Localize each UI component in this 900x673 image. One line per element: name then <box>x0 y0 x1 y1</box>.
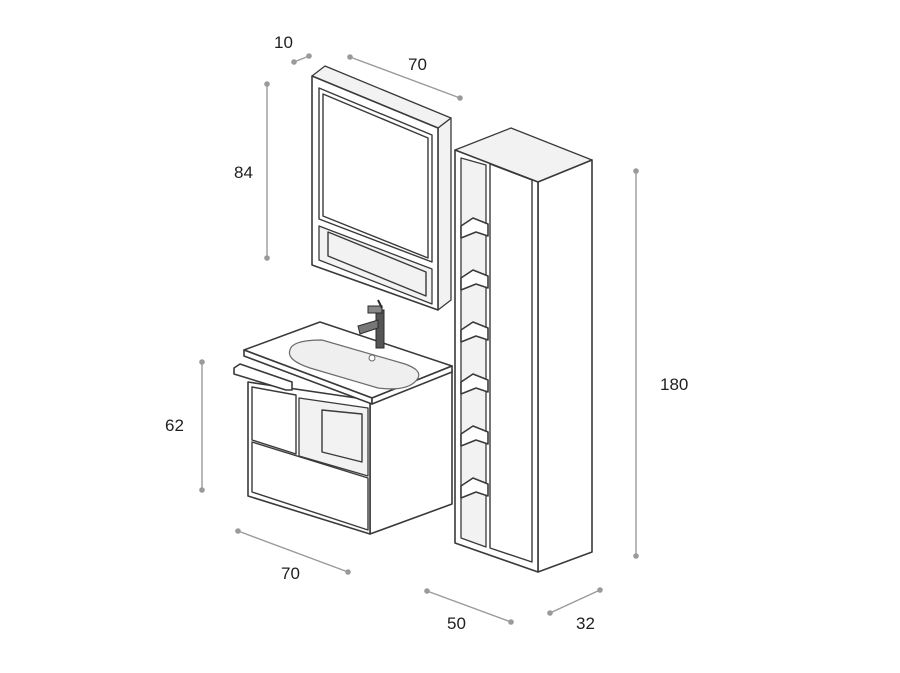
towel-bar <box>233 363 293 391</box>
faucet-icon <box>357 299 385 349</box>
label-mirror-height: 84 <box>234 163 253 182</box>
mirror-cabinet <box>311 65 452 311</box>
label-vanity-height: 62 <box>165 416 184 435</box>
label-mirror-width: 70 <box>408 55 427 74</box>
label-vanity-width: 70 <box>281 564 300 583</box>
drain-icon <box>368 354 376 362</box>
vanity-unit <box>233 299 453 535</box>
label-column-height: 180 <box>660 375 688 394</box>
label-column-depth: 32 <box>576 614 595 633</box>
tall-column-cabinet <box>454 127 593 573</box>
washbasin <box>288 339 420 390</box>
dimension-labels: 10 70 84 62 70 180 50 32 <box>165 33 688 633</box>
dimension-lines <box>199 53 639 625</box>
column-shelves <box>460 217 489 499</box>
label-mirror-depth: 10 <box>274 33 293 52</box>
label-column-width: 50 <box>447 614 466 633</box>
